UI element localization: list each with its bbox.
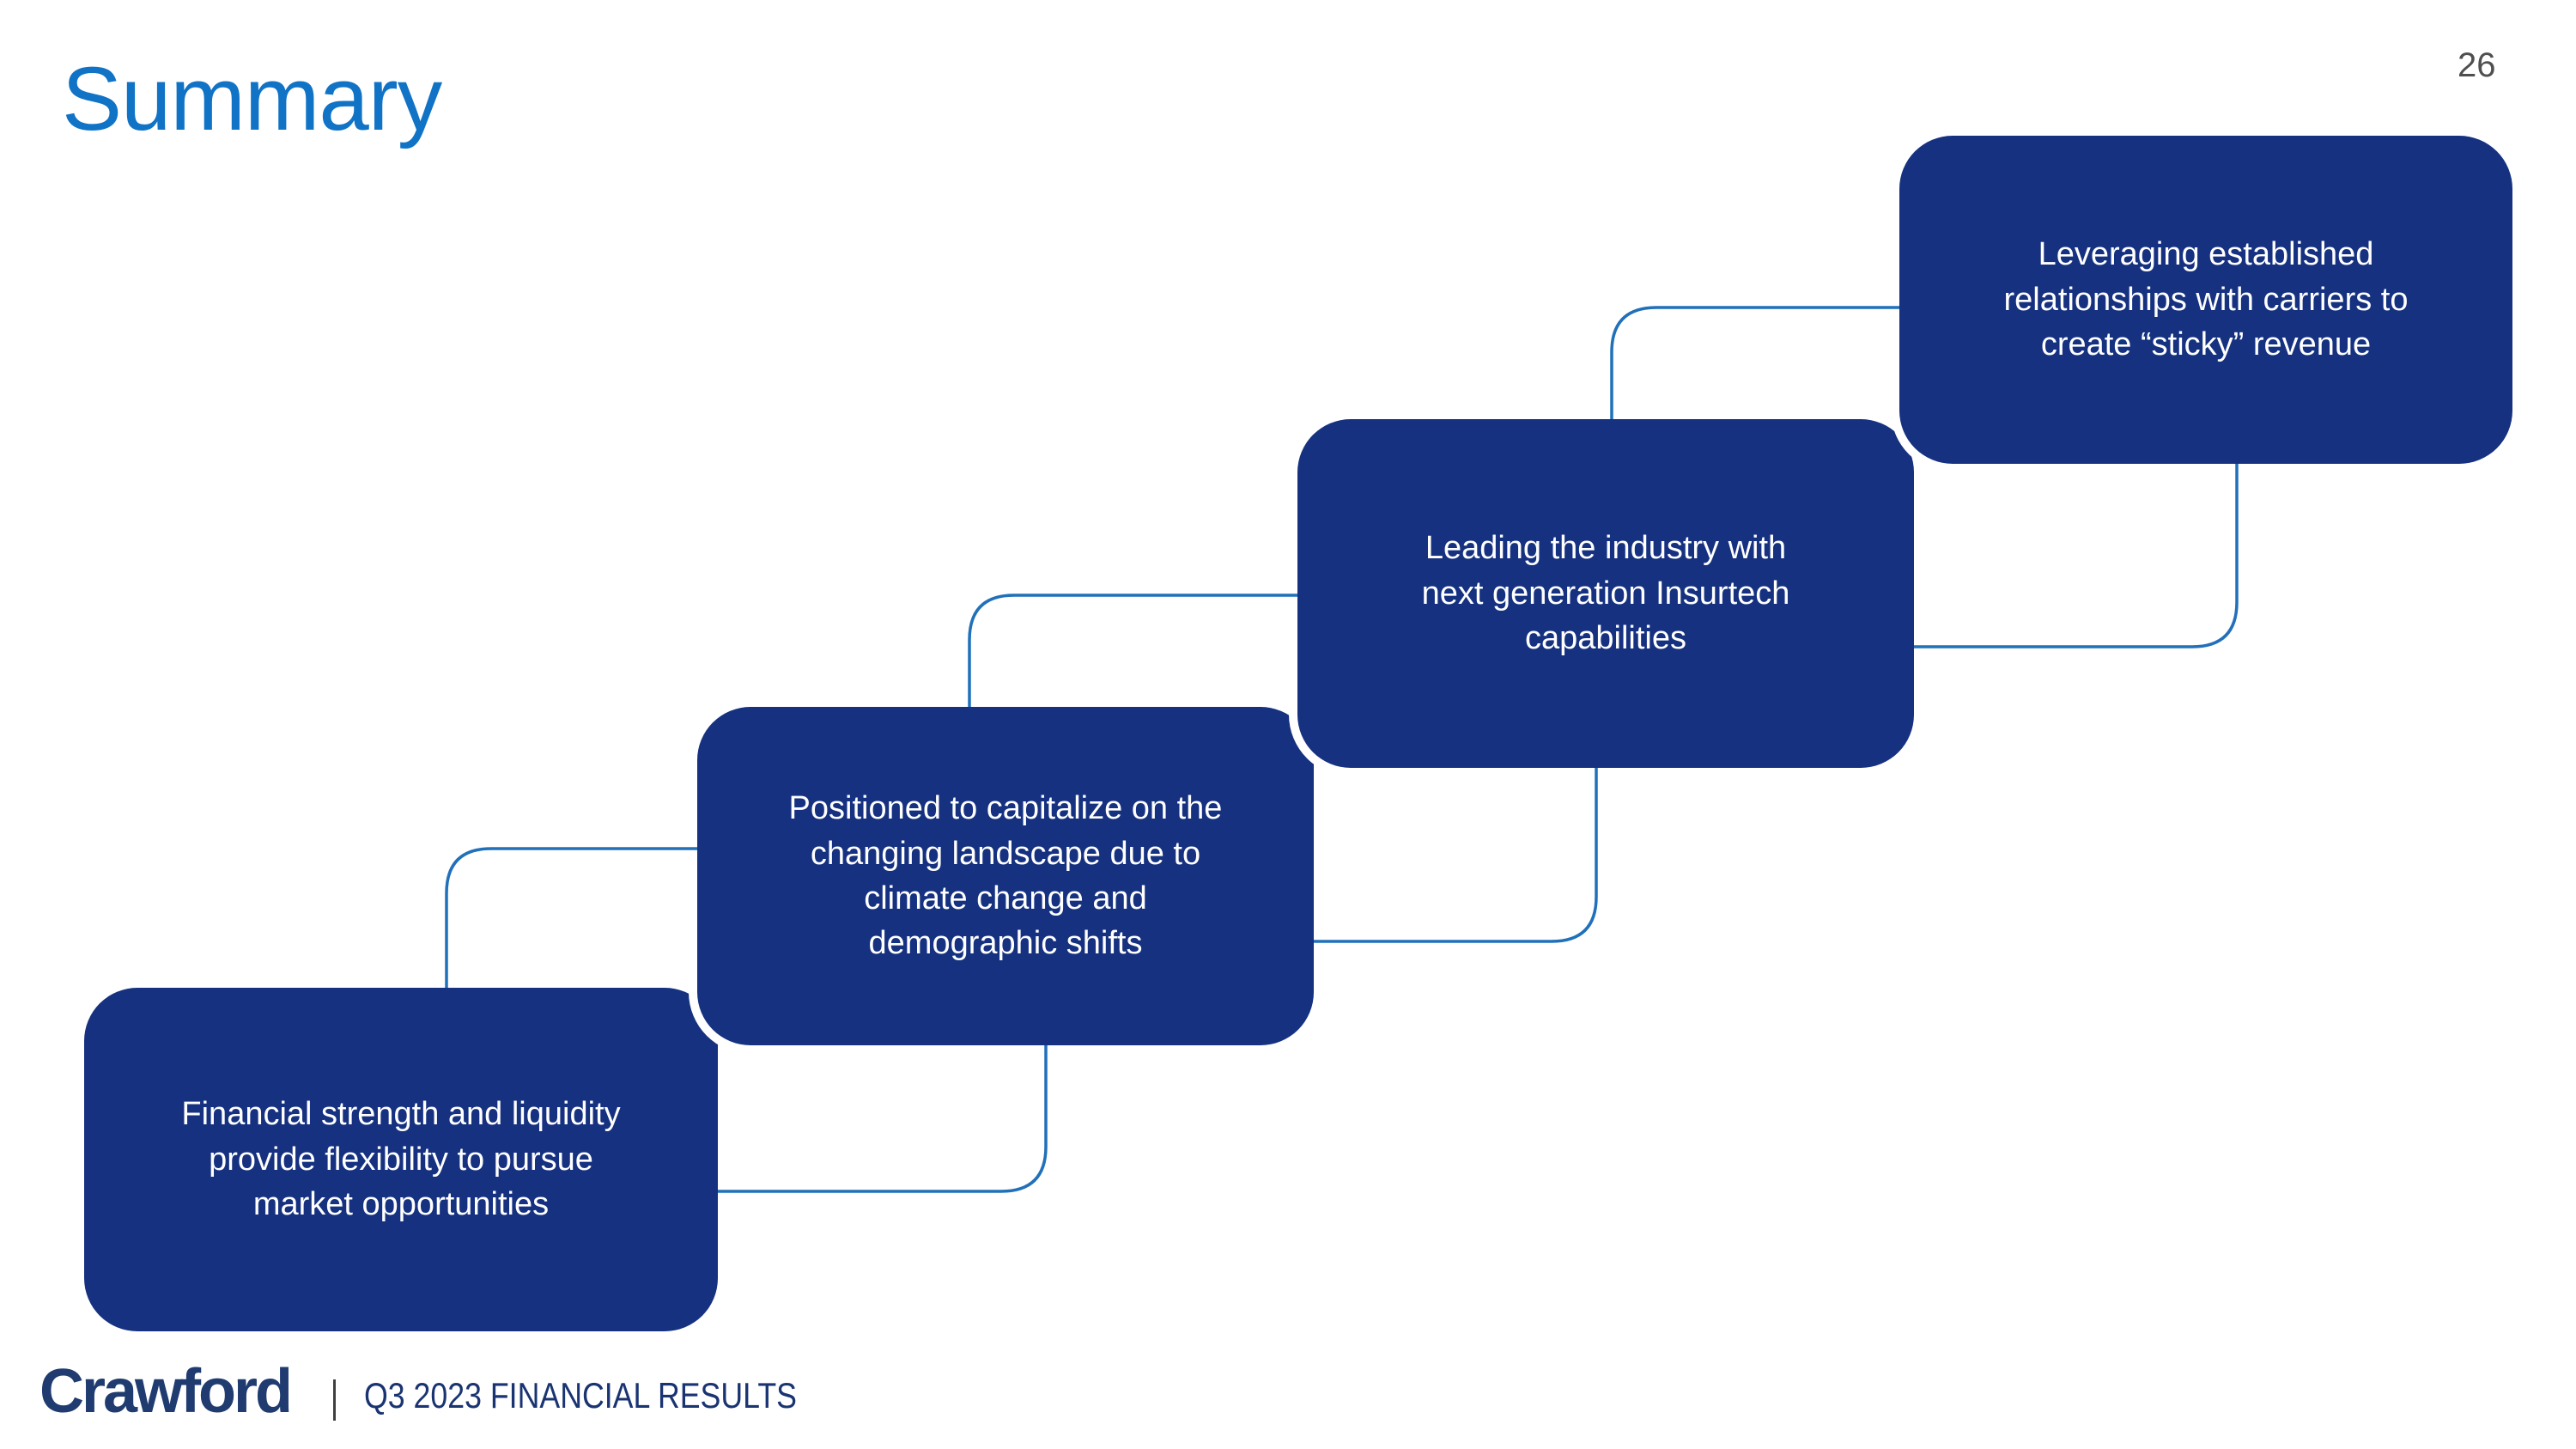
summary-box-text: Leveraging established relationships wit… [2003, 236, 2409, 363]
page-number: 26 [2458, 46, 2496, 84]
connector-down-box2-box1 [718, 1045, 1048, 1193]
connector-down-box4-box3 [1914, 464, 2239, 648]
summary-box-leveraging-relationships: Leveraging established relationships wit… [1899, 136, 2512, 464]
summary-box-positioned-to-capitalize: Positioned to capitalize on the changing… [697, 707, 1314, 1045]
crawford-logo: Crawford [39, 1357, 293, 1426]
footer-label: Q3 2023 FINANCIAL RESULTS [364, 1375, 797, 1416]
summary-box-text: Positioned to capitalize on the changing… [788, 790, 1223, 962]
summary-box-leading-industry: Leading the industry with next generatio… [1297, 419, 1914, 768]
summary-box-text: Leading the industry with next generatio… [1421, 530, 1790, 657]
footer-divider: | [333, 1379, 336, 1421]
connector-down-box3-box2 [1314, 768, 1598, 943]
slide-title: Summary [62, 49, 442, 149]
summary-box-financial-strength: Financial strength and liquidity provide… [84, 988, 718, 1331]
connector-up-box2-box3 [968, 594, 1297, 707]
summary-box-text: Financial strength and liquidity provide… [181, 1096, 621, 1223]
connector-up-box1-box2 [445, 847, 697, 988]
connector-up-box3-box4 [1610, 306, 1899, 419]
